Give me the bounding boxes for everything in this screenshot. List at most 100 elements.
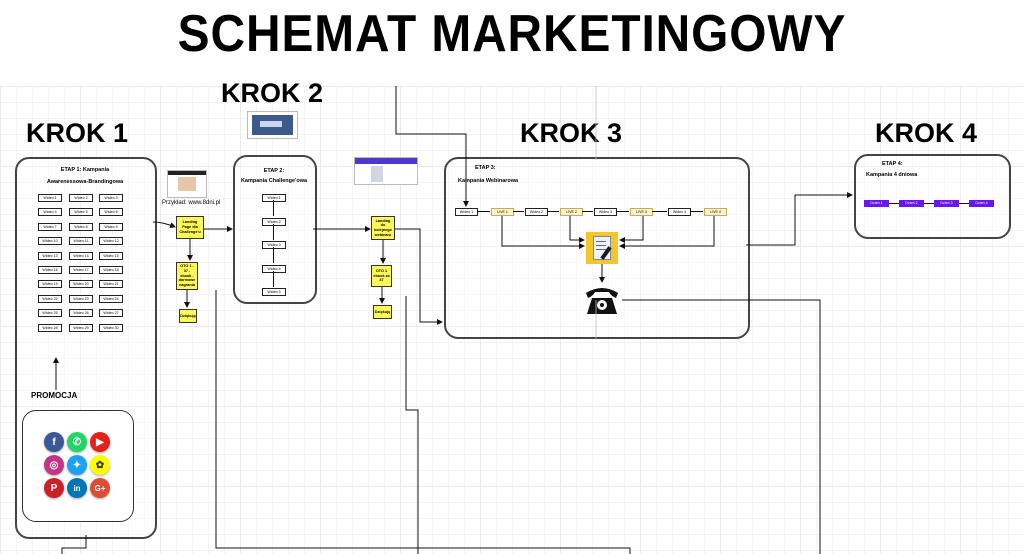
oto-1-box: OTO 1 - 37 - ebook - darmowe nagrania	[176, 262, 198, 290]
arrow-right-icon	[924, 203, 934, 204]
step-2-heading: KROK 2	[221, 78, 324, 108]
stage-1-video-item: Wideo 24	[99, 294, 123, 303]
webinar-video-item: Wideo 3	[594, 208, 617, 216]
challenge-thumbnail	[247, 111, 298, 139]
linkedin-icon: in	[67, 478, 87, 498]
arrow-right-icon	[477, 211, 490, 212]
facebook-icon: f	[44, 432, 64, 452]
live-item: LIVE 2	[560, 208, 583, 216]
stage-1-video-item: Wideo 10	[38, 237, 62, 246]
example-website-thumbnail	[167, 170, 207, 198]
stage-1-video-item: Wideo 4	[38, 208, 62, 217]
snapchat-icon: ✿	[90, 455, 110, 475]
stage-4-title: ETAP 4:	[882, 161, 903, 167]
stage-1-video-item: Wideo 17	[69, 266, 93, 274]
twitter-icon: ✦	[67, 455, 87, 475]
stage-1-title: ETAP 1: Kampania	[60, 167, 110, 173]
whatsapp-icon: ✆	[67, 432, 87, 452]
stage-1-video-item: Wideo 7	[38, 222, 62, 231]
arrow-right-icon	[959, 203, 969, 204]
stage-2-box	[233, 155, 317, 304]
stage-4-day-item: Dzień 4	[969, 200, 994, 207]
google-plus-icon: G+	[90, 478, 110, 498]
arrow-down-icon	[273, 247, 274, 263]
stage-4-day-item: Dzień 1	[864, 200, 889, 207]
arrow-right-icon	[616, 211, 629, 212]
step-4-heading: KROK 4	[875, 118, 978, 148]
arrow-down-icon	[273, 223, 274, 240]
stage-4-day-item: Dzień 2	[899, 200, 924, 207]
arrow-down-icon	[273, 200, 274, 216]
page-title: SCHEMAT MARKETINGOWY	[177, 5, 847, 63]
stage-2-subtitle: Kampania Challenge'owa	[240, 178, 308, 184]
stage-1-video-item: Wideo 22	[38, 294, 62, 303]
stage-3-subtitle: Kampania Webinarowa	[458, 178, 519, 184]
stage-2-title: ETAP 2:	[263, 168, 285, 174]
stage-2-video-item: Wideo 3	[262, 241, 286, 249]
stage-1-video-item: Wideo 27	[99, 309, 123, 318]
live-item: LIVE 4	[704, 208, 727, 216]
stage-1-video-item: Wideo 6	[99, 208, 123, 217]
stage-1-video-item: Wideo 5	[69, 208, 93, 217]
stage-2-video-item: Wideo 1	[262, 194, 286, 202]
stage-2-video-item: Wideo 5	[262, 288, 286, 296]
landing-page-challenge: Landing Page dla Challenge'u	[176, 216, 204, 239]
stage-2-video-item: Wideo 2	[262, 217, 286, 226]
stage-1-video-item: Wideo 20	[69, 280, 93, 289]
arrow-down-icon	[273, 270, 274, 287]
instagram-icon: ◎	[44, 455, 64, 475]
webinar-video-item: Wideo 2	[525, 208, 548, 216]
stage-1-video-item: Wideo 16	[38, 266, 62, 274]
landing-next-webinar: Landing do kolejnego webinaru	[371, 216, 395, 240]
step-3-heading: KROK 3	[520, 118, 623, 148]
live-item: LIVE 3	[630, 208, 653, 216]
stage-1-video-item: Wideo 28	[38, 323, 62, 332]
stage-1-video-item: Wideo 12	[99, 237, 123, 246]
stage-1-video-item: Wideo 18	[99, 266, 123, 274]
stage-1-video-item: Wideo 29	[69, 323, 93, 332]
oto-2-box: OTO 1 ebook za 37	[371, 265, 392, 287]
promo-label: PROMOCJA	[31, 391, 78, 400]
arrow-right-icon	[513, 211, 524, 212]
stage-1-video-item: Wideo 15	[99, 251, 123, 260]
webinar-thumbnail	[354, 157, 418, 185]
stage-1-subtitle: Awarenessowa-Brandingowa	[46, 179, 124, 185]
notepad-icon	[586, 232, 618, 264]
stage-1-video-item: Wideo 21	[99, 280, 123, 289]
stage-1-video-item: Wideo 8	[69, 222, 93, 231]
webinar-video-item: Wideo 4	[668, 208, 691, 216]
arrow-right-icon	[889, 203, 899, 204]
stage-1-video-item: Wideo 11	[69, 237, 93, 246]
stage-1-video-item: Wideo 13	[38, 251, 62, 260]
stage-4-subtitle: Kampania 4 dniowa	[866, 172, 918, 178]
grid-background	[0, 86, 1024, 554]
arrow-right-icon	[690, 211, 703, 212]
thanks-box-1: Dziękuję	[179, 309, 197, 323]
example-url-label: Przykład: www.8dni.pl	[162, 200, 221, 206]
stage-4-box	[854, 154, 1011, 239]
stage-1-video-item: Wideo 26	[69, 309, 93, 318]
stage-4-day-item: Dzień 3	[934, 200, 959, 207]
stage-1-video-item: Wideo 25	[38, 309, 62, 318]
stage-1-video-item: Wideo 9	[99, 222, 123, 231]
arrow-right-icon	[582, 211, 593, 212]
step-1-heading: KROK 1	[26, 118, 129, 148]
thanks-box-2: Dziękuję	[373, 305, 392, 319]
stage-1-video-item: Wideo 30	[99, 323, 123, 332]
stage-1-video-item: Wideo 1	[38, 194, 62, 202]
stage-1-video-item: Wideo 2	[69, 194, 93, 202]
stage-1-video-item: Wideo 14	[69, 251, 93, 260]
stage-1-video-item: Wideo 3	[99, 194, 123, 202]
arrow-right-icon	[652, 211, 667, 212]
stage-3-title: ETAP 3:	[475, 165, 496, 171]
webinar-video-item: Wideo 1	[455, 208, 478, 216]
phone-icon	[583, 284, 621, 316]
stage-1-video-item: Wideo 19	[38, 280, 62, 289]
arrow-right-icon	[547, 211, 559, 212]
youtube-icon: ▶	[90, 432, 110, 452]
pinterest-icon: P	[44, 478, 64, 498]
stage-2-video-item: Wideo 4	[262, 264, 286, 273]
stage-1-video-item: Wideo 23	[69, 294, 93, 303]
live-item: LIVE 1	[491, 208, 514, 216]
